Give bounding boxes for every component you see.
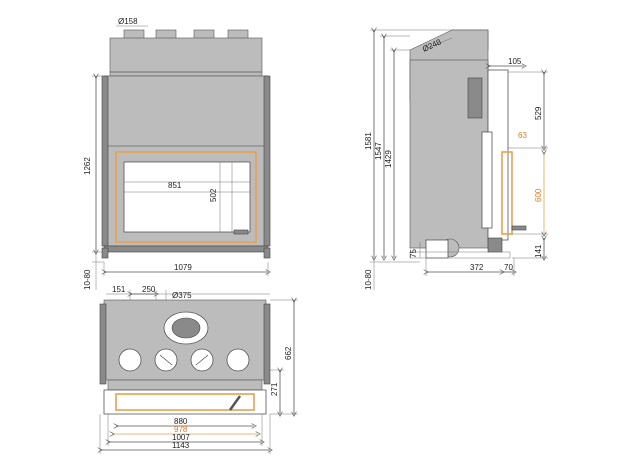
- top-width-880: 880: [174, 417, 188, 426]
- front-width: 1079: [174, 263, 192, 272]
- front-body-upper: [103, 75, 269, 157]
- side-base-gap: 10-80: [364, 269, 373, 290]
- top-central-vent-inner: [171, 317, 201, 339]
- outlet-4: [226, 348, 250, 372]
- top-view: [100, 290, 298, 454]
- side-view: [370, 30, 548, 290]
- side-foot-box: [425, 239, 449, 259]
- side-height-1581: 1581: [364, 132, 373, 150]
- side-height-1547: 1547: [374, 142, 383, 160]
- front-view: [92, 25, 271, 290]
- side-vent-box: [467, 77, 483, 119]
- top-rail-left: [99, 303, 107, 385]
- foot-right: [263, 247, 271, 259]
- side-handle: [511, 225, 527, 231]
- top-offset-250: 250: [142, 285, 156, 294]
- top-width-978: 978: [174, 425, 188, 434]
- side-foot-rear: [487, 237, 503, 253]
- top-handle: [228, 395, 242, 411]
- side-door-edge: [481, 131, 493, 229]
- front-door-frame: [115, 151, 257, 243]
- door-handle: [233, 229, 249, 235]
- front-height-total: 1262: [83, 157, 92, 175]
- side-door-orange: [501, 151, 513, 235]
- front-rail-left: [101, 75, 109, 247]
- side-height-529: 529: [534, 106, 543, 120]
- side-height-141: 141: [534, 244, 543, 258]
- top-door-orange: [115, 393, 255, 411]
- top-front-strip: [107, 379, 263, 391]
- front-base-gap: 10-80: [83, 269, 92, 290]
- top-depth-271: 271: [270, 382, 279, 396]
- side-height-1429: 1429: [384, 150, 393, 168]
- front-rail-right: [263, 75, 271, 247]
- side-base: [409, 251, 511, 259]
- top-depth-662: 662: [284, 346, 293, 360]
- side-depth-70: 70: [504, 263, 513, 272]
- side-depth-372: 372: [470, 263, 484, 272]
- front-glass-height: 502: [209, 188, 218, 202]
- side-depth-105: 105: [508, 57, 522, 66]
- top-width-1007: 1007: [172, 433, 190, 442]
- top-offset-151: 151: [112, 285, 126, 294]
- side-door-height-600: 600: [534, 188, 543, 202]
- front-glass: [123, 161, 251, 233]
- side-offset-63: 63: [518, 131, 527, 140]
- front-base: [103, 245, 269, 253]
- front-flue-diameter: Ø158: [118, 17, 138, 26]
- foot-left: [101, 247, 109, 259]
- front-hood: [109, 37, 263, 77]
- outlet-1: [118, 348, 142, 372]
- top-rail-right: [263, 303, 271, 385]
- top-width-1143: 1143: [172, 441, 190, 450]
- side-foot-75: 75: [409, 249, 418, 258]
- front-glass-width: 851: [168, 181, 182, 190]
- top-vent-diameter: Ø375: [172, 291, 192, 300]
